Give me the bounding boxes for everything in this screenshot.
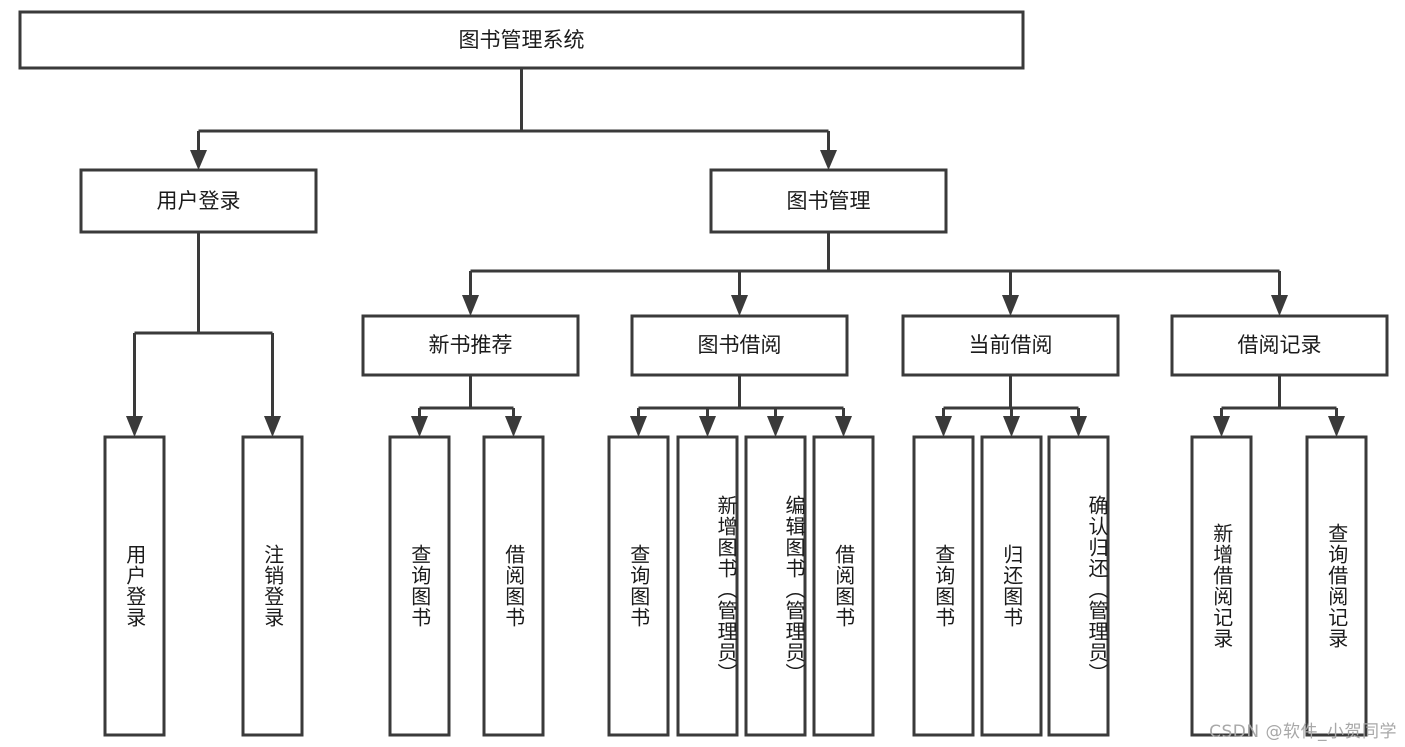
node-leaf-add-record-box[interactable] <box>1190 435 1253 737</box>
arrowhead-leaf-query-record <box>1328 416 1345 437</box>
connector-group-borrow-record <box>1213 375 1345 437</box>
arrowhead-leaf-query-book-1 <box>411 416 428 437</box>
arrowhead-leaf-confirm-return <box>1070 416 1087 437</box>
node-borrow-record[interactable]: 借阅记录 <box>1170 314 1389 377</box>
arrowhead-leaf-borrow-book-2 <box>835 416 852 437</box>
arrowhead-current-borrow <box>1002 295 1019 316</box>
csdn-watermark: CSDN @软件_小贺同学 <box>1209 722 1397 742</box>
node-new-book-recommend-label: 新书推荐 <box>429 333 513 357</box>
connector-group-book-borrow <box>630 375 852 437</box>
node-leaf-add-book-box[interactable] <box>676 435 739 737</box>
node-user-login-label: 用户登录 <box>157 189 241 213</box>
node-root-label: 图书管理系统 <box>459 28 585 52</box>
node-book-borrow[interactable]: 图书借阅 <box>630 314 849 377</box>
node-user-login[interactable]: 用户登录 <box>79 168 318 234</box>
node-root-box[interactable] <box>18 10 1025 70</box>
node-root[interactable]: 图书管理系统 <box>18 10 1025 70</box>
node-leaf-borrow-book-2-box[interactable] <box>812 435 875 737</box>
connector-group-book-manage <box>462 232 1288 316</box>
arrowhead-book-borrow <box>731 295 748 316</box>
arrowhead-leaf-edit-book <box>767 416 784 437</box>
node-leaf-user-logout-box[interactable] <box>241 435 304 737</box>
arrowhead-leaf-return-book <box>1003 416 1020 437</box>
node-current-borrow[interactable]: 当前借阅 <box>901 314 1120 377</box>
node-book-manage-box[interactable] <box>709 168 948 234</box>
node-user-login-box[interactable] <box>79 168 318 234</box>
node-book-borrow-box[interactable] <box>630 314 849 377</box>
arrowhead-new-book-recommend <box>462 295 479 316</box>
node-leaf-query-record-box[interactable] <box>1305 435 1368 737</box>
connector-group-current-borrow <box>935 375 1087 437</box>
arrowhead-borrow-record <box>1271 295 1288 316</box>
arrowhead-leaf-user-login <box>126 416 143 437</box>
connector-group-new-book-recommend <box>411 375 522 437</box>
node-new-book-recommend[interactable]: 新书推荐 <box>361 314 580 377</box>
node-borrow-record-box[interactable] <box>1170 314 1389 377</box>
node-leaf-confirm-return-box[interactable] <box>1047 435 1110 737</box>
node-leaf-query-book-2-box[interactable] <box>607 435 670 737</box>
node-current-borrow-label: 当前借阅 <box>969 333 1053 357</box>
arrowhead-leaf-add-record <box>1213 416 1230 437</box>
connector-group-root <box>190 68 837 170</box>
arrowhead-book-manage <box>820 150 837 170</box>
node-current-borrow-box[interactable] <box>901 314 1120 377</box>
node-leaf-query-book-3-box[interactable] <box>912 435 975 737</box>
arrowhead-leaf-query-book-3 <box>935 416 952 437</box>
node-book-manage[interactable]: 图书管理 <box>709 168 948 234</box>
arrowhead-user-login <box>190 150 207 170</box>
arrowhead-leaf-borrow-book-1 <box>505 416 522 437</box>
arrowhead-leaf-add-book <box>699 416 716 437</box>
node-new-book-recommend-box[interactable] <box>361 314 580 377</box>
node-leaf-edit-book-box[interactable] <box>744 435 807 737</box>
node-leaf-query-book-1-box[interactable] <box>388 435 451 737</box>
node-book-borrow-label: 图书借阅 <box>698 333 782 357</box>
node-leaf-user-login-box[interactable] <box>103 435 166 737</box>
arrowhead-leaf-user-logout <box>264 416 281 437</box>
connector-group-user-login <box>126 232 281 437</box>
arrowhead-leaf-query-book-2 <box>630 416 647 437</box>
node-leaf-return-book-box[interactable] <box>980 435 1043 737</box>
node-book-manage-label: 图书管理 <box>787 189 871 213</box>
node-borrow-record-label: 借阅记录 <box>1238 333 1322 357</box>
node-leaf-borrow-book-1-box[interactable] <box>482 435 545 737</box>
